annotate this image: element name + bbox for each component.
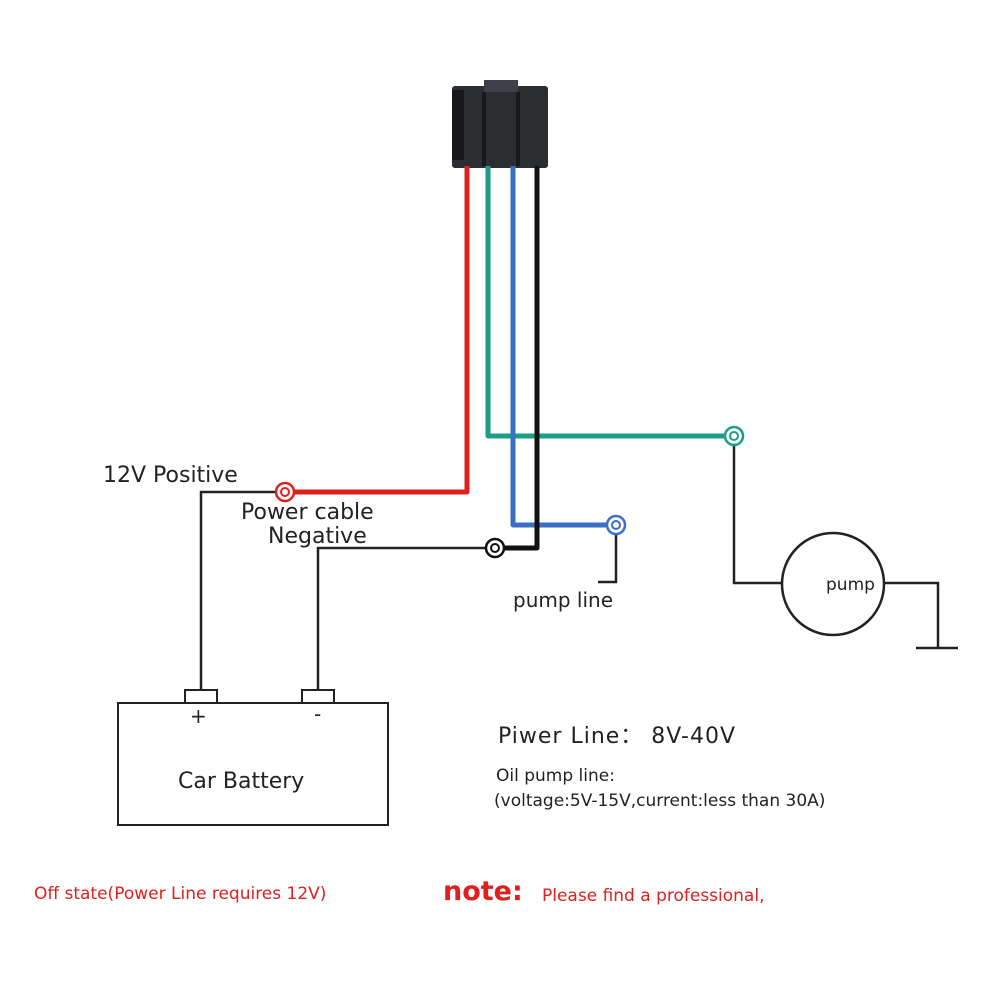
pump-label: pump [826,575,875,595]
car-battery [117,702,389,826]
note-text: Please find a professional, [542,886,764,906]
oil-pump-spec: (voltage:5V-15V,current:less than 30A) [494,791,825,811]
positive-lead-line [199,490,278,690]
battery-plus-sign: + [190,704,207,728]
note-label: note: [443,876,523,907]
relay-left-tab [452,90,464,160]
negative-terminal-ring [484,537,506,559]
battery-minus-sign: - [314,702,321,726]
pump-feed-line [732,444,782,585]
negative-lead-line [316,546,488,690]
blue-pump-line-wire [510,166,608,528]
pump-ground-line [883,581,940,648]
relay-device [452,80,548,168]
red-power-wire [292,166,470,495]
power-cable-label: Power cable [241,500,374,525]
positive-label: 12V Positive [103,463,238,488]
black-negative-wire [502,166,540,551]
pump-line-label: pump line [513,588,613,612]
positive-terminal-ring [274,481,296,503]
battery-plus-post [184,689,218,704]
relay-top-ridge [484,80,518,92]
pump-terminal-ring [723,425,745,447]
battery-label: Car Battery [178,769,304,794]
off-state-text: Off state(Power Line requires 12V) [34,884,326,904]
relay-ridge-left [482,92,486,166]
pump-line-terminal-ring [605,514,627,536]
oil-pump-title: Oil pump line: [496,766,615,786]
power-line-spec: Piwer Line： 8V-40V [498,724,736,749]
negative-label: Negative [268,524,367,549]
relay-body [452,86,548,168]
pump-line-drop [598,534,618,584]
green-pump-wire [485,166,726,439]
relay-ridge-right [516,92,520,166]
pump-circle [780,531,886,637]
